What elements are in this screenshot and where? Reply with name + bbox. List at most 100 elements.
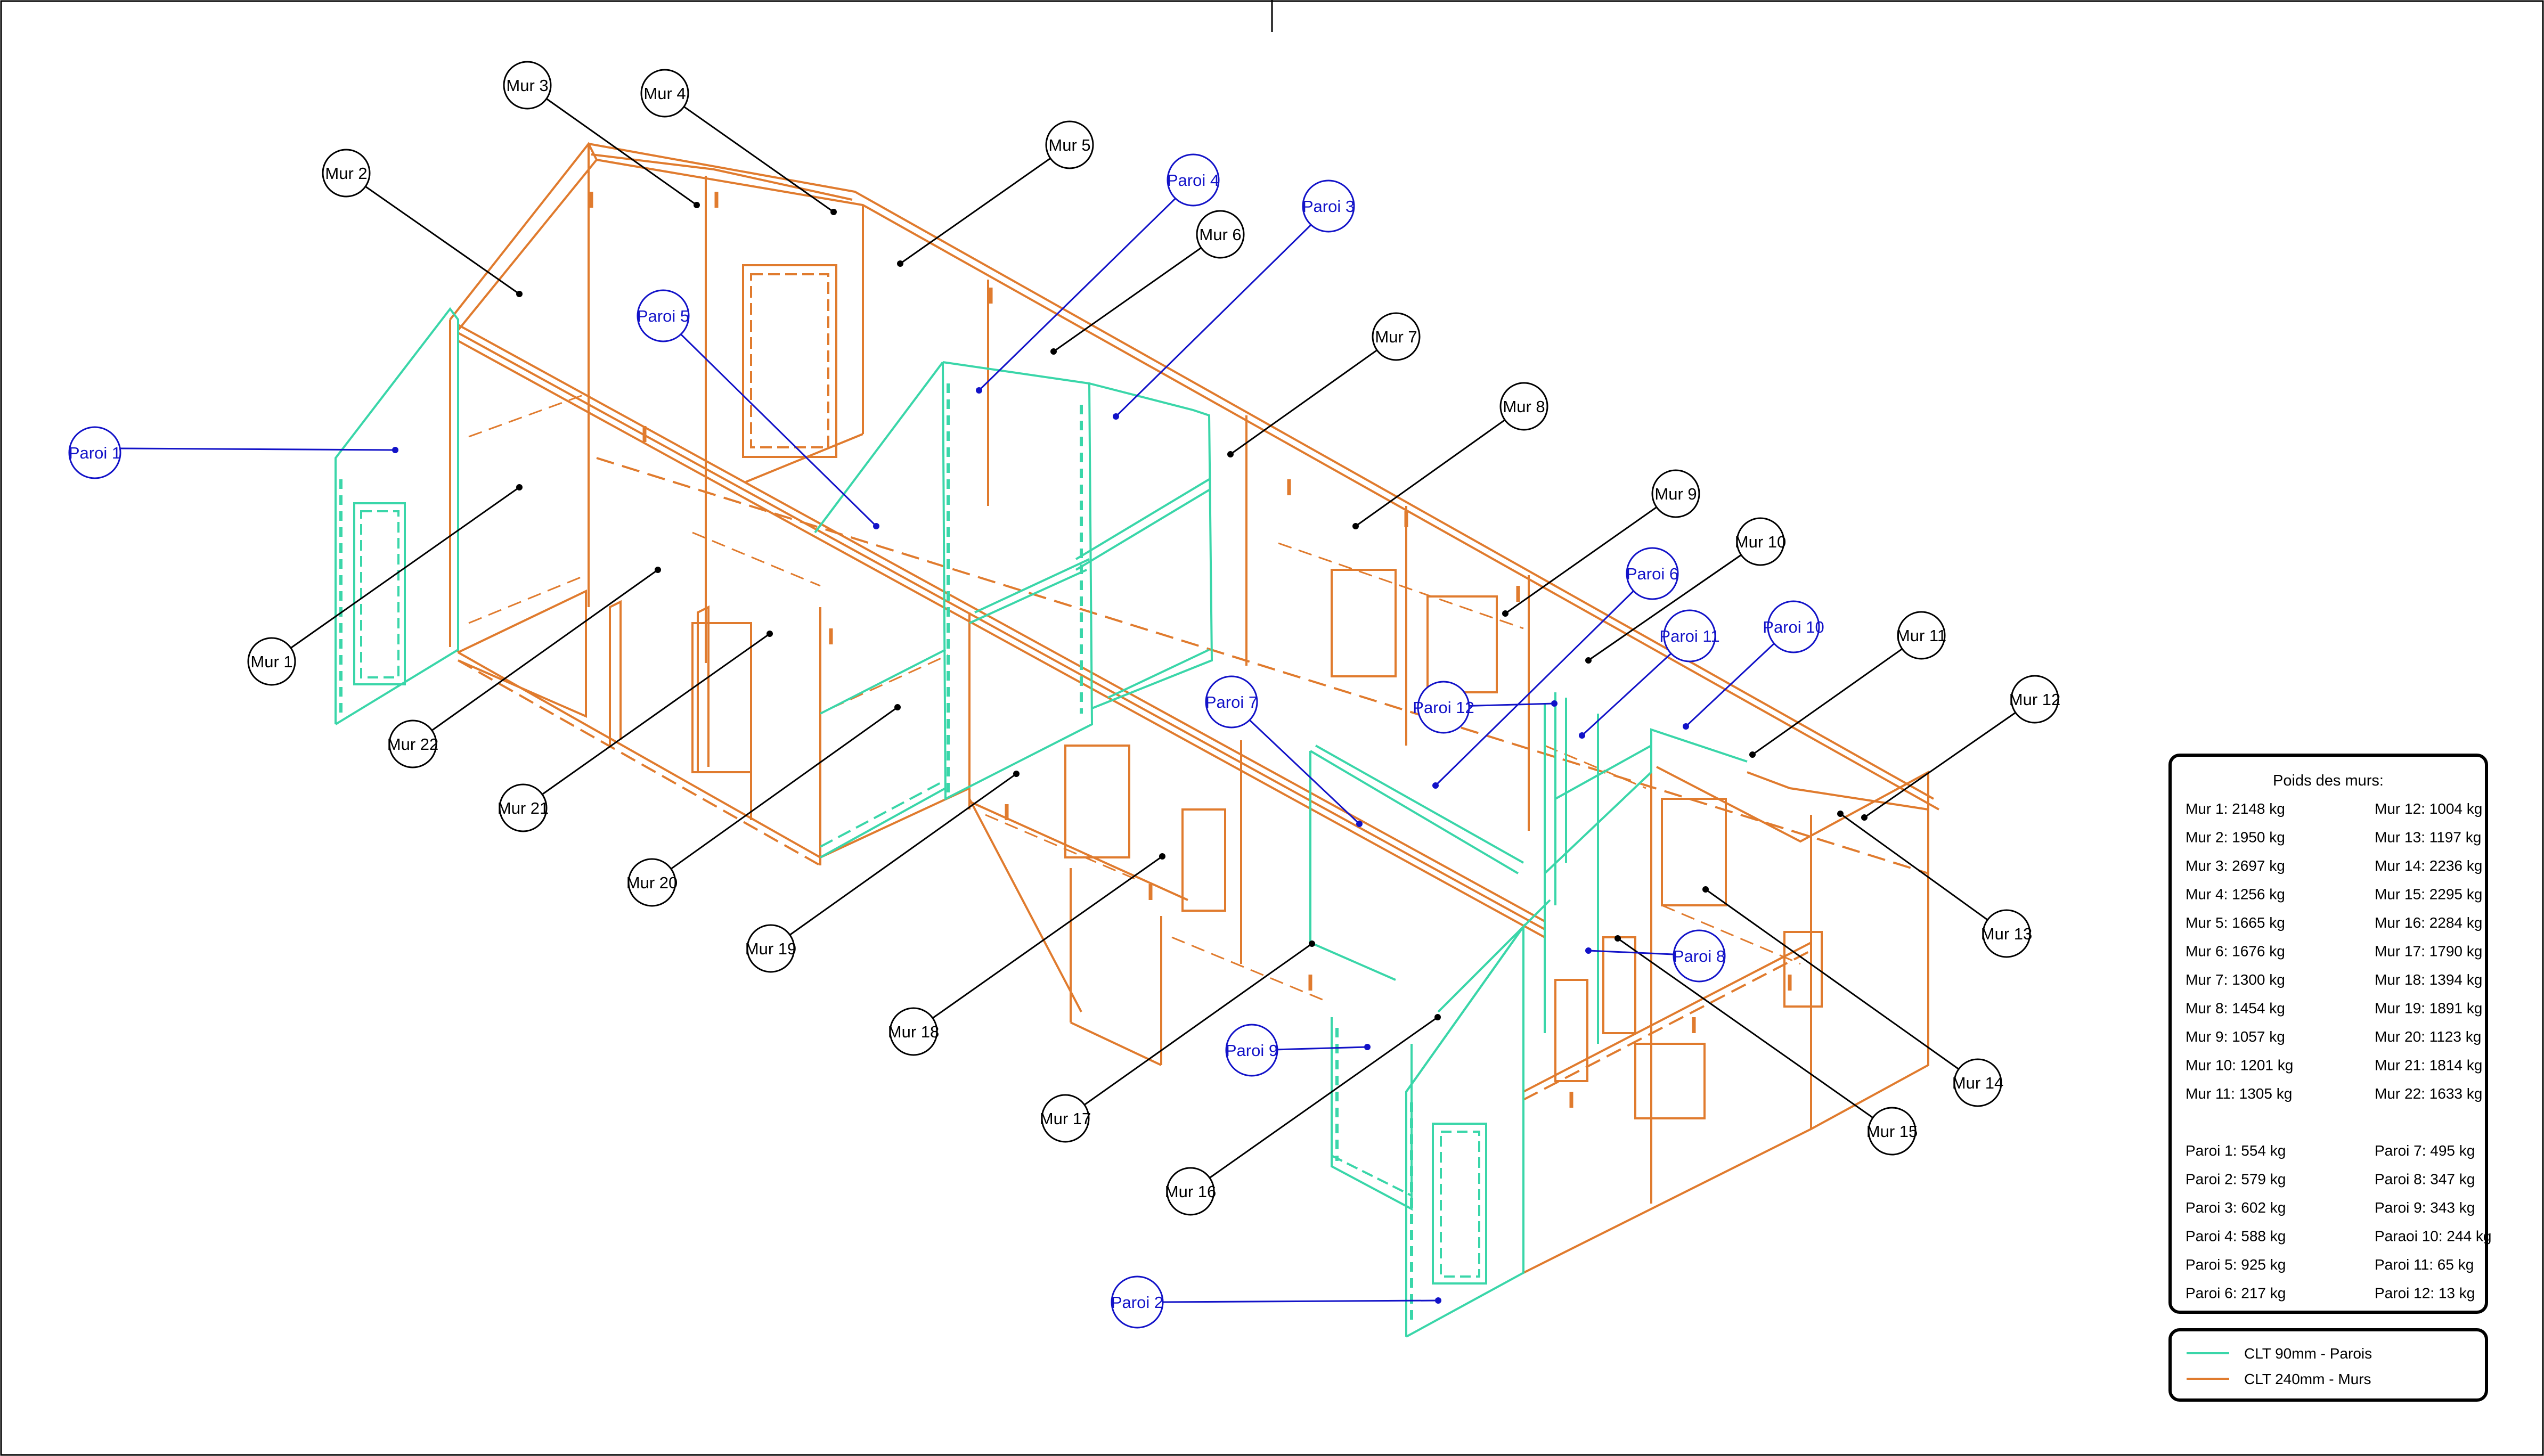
callout-paroi-10[interactable]: Paroi 10 [1763,600,1824,653]
svg-text:Paroi 11: Paroi 11 [1659,627,1719,645]
wall-structure [449,142,1939,1275]
svg-text:Mur 10: Mur 10 [1735,533,1786,551]
weight-row: Paroi 7: 495 kg [2375,1142,2475,1159]
callout-mur-9[interactable]: Mur 9 [1651,469,1700,518]
svg-text:Mur 2: Mur 2 [325,164,367,183]
weight-row: Paroi 4: 588 kg [2186,1228,2286,1245]
svg-text:Mur 11: Mur 11 [1896,626,1946,645]
weight-row: Mur 16: 2284 kg [2375,914,2482,931]
callout-paroi-4[interactable]: Paroi 4 [1167,153,1220,207]
weight-row: Paroi 9: 343 kg [2375,1199,2475,1216]
svg-text:Paroi 10: Paroi 10 [1763,618,1824,636]
callout-mur-16[interactable]: Mur 16 [1165,1167,1216,1216]
callout-paroi-11[interactable]: Paroi 11 [1659,609,1720,662]
weight-row: Paroi 5: 925 kg [2186,1256,2286,1273]
callout-mur-6[interactable]: Mur 6 [1196,210,1245,259]
svg-text:Paroi 8: Paroi 8 [1673,947,1725,966]
weight-row: Mur 22: 1633 kg [2375,1085,2482,1102]
callout-paroi-1[interactable]: Paroi 1 [68,426,121,479]
svg-text:Mur 8: Mur 8 [1503,397,1545,416]
weight-row: Paroi 3: 602 kg [2186,1199,2286,1216]
weight-row: Mur 14: 2236 kg [2375,857,2482,874]
callout-paroi-6[interactable]: Paroi 6 [1626,547,1679,600]
callout-paroi-5[interactable]: Paroi 5 [637,289,690,342]
callout-paroi-3[interactable]: Paroi 3 [1302,179,1355,233]
weights-box-title: Poids des murs: [2273,772,2384,789]
callout-mur-2[interactable]: Mur 2 [322,149,371,198]
weight-row: Mur 12: 1004 kg [2375,800,2482,817]
callout-paroi-9[interactable]: Paroi 9 [1225,1024,1278,1077]
weight-row: Mur 5: 1665 kg [2186,914,2285,931]
callout-mur-17[interactable]: Mur 17 [1040,1094,1091,1143]
weight-row: Paroi 1: 554 kg [2186,1142,2286,1159]
callout-mur-11[interactable]: Mur 11 [1896,611,1946,660]
svg-text:Paroi 5: Paroi 5 [637,307,689,325]
weight-row: Mur 21: 1814 kg [2375,1057,2482,1074]
svg-text:Mur 13: Mur 13 [1981,925,2032,943]
weight-row: Paroi 12: 13 kg [2375,1285,2475,1302]
svg-text:Mur 9: Mur 9 [1654,485,1697,503]
weight-row: Mur 20: 1123 kg [2375,1028,2481,1045]
callout-mur-14[interactable]: Mur 14 [1952,1058,2003,1107]
weight-row: Mur 9: 1057 kg [2186,1028,2285,1045]
weight-row: Mur 10: 1201 kg [2186,1057,2293,1074]
legend-box: CLT 90mm - Parois CLT 240mm - Murs [2168,1328,2488,1402]
svg-text:Mur 18: Mur 18 [888,1023,939,1041]
svg-text:Paroi 7: Paroi 7 [1205,693,1258,711]
callout-paroi-8[interactable]: Paroi 8 [1673,929,1726,983]
weight-row: Mur 4: 1256 kg [2186,886,2285,903]
svg-text:Mur 19: Mur 19 [745,939,796,958]
svg-text:Mur 15: Mur 15 [1866,1122,1918,1141]
svg-text:Paroi 6: Paroi 6 [1626,565,1678,583]
callout-mur-22[interactable]: Mur 22 [387,719,438,768]
weight-row: Mur 7: 1300 kg [2186,971,2285,988]
callout-mur-15[interactable]: Mur 15 [1866,1107,1918,1156]
wall-callouts: Mur 1 Mur 2 Mur 3 Mur 4 Mur 5 Mur 6 Mur … [247,61,2060,1216]
callout-mur-19[interactable]: Mur 19 [745,924,796,973]
callout-mur-5[interactable]: Mur 5 [1045,120,1094,169]
svg-text:Mur 14: Mur 14 [1952,1074,2003,1092]
weight-row: Mur 15: 2295 kg [2375,886,2482,903]
wall-leaders [271,84,2035,1192]
weight-row: Mur 2: 1950 kg [2186,829,2285,846]
callout-mur-20[interactable]: Mur 20 [626,858,678,907]
callout-mur-3[interactable]: Mur 3 [503,61,552,110]
weight-row: Mur 6: 1676 kg [2186,943,2285,960]
callout-mur-8[interactable]: Mur 8 [1499,382,1548,431]
callout-mur-10[interactable]: Mur 10 [1735,517,1786,566]
callout-mur-4[interactable]: Mur 4 [640,69,689,118]
callout-paroi-12[interactable]: Paroi 12 [1413,681,1474,734]
callout-mur-18[interactable]: Mur 18 [888,1007,939,1056]
svg-text:Mur 21: Mur 21 [498,799,549,817]
callout-paroi-7[interactable]: Paroi 7 [1205,675,1258,729]
callout-mur-21[interactable]: Mur 21 [498,783,549,832]
weight-row: Mur 19: 1891 kg [2375,1000,2482,1017]
callout-paroi-2[interactable]: Paroi 2 [1111,1275,1164,1329]
legend-label-wall: CLT 240mm - Murs [2244,1371,2371,1387]
callout-mur-7[interactable]: Mur 7 [1372,312,1421,361]
svg-text:Paroi 9: Paroi 9 [1226,1041,1278,1060]
weight-row: Mur 8: 1454 kg [2186,1000,2285,1017]
svg-text:Mur 6: Mur 6 [1199,225,1241,244]
svg-text:Paroi 12: Paroi 12 [1413,698,1474,717]
svg-text:Mur 3: Mur 3 [506,76,548,95]
callout-mur-13[interactable]: Mur 13 [1981,909,2032,958]
weight-row: Paroi 11: 65 kg [2375,1256,2474,1273]
callout-mur-1[interactable]: Mur 1 [247,637,296,686]
weight-row: Paroi 2: 579 kg [2186,1171,2286,1188]
weights-box-frame [2168,754,2488,1314]
svg-text:Paroi 1: Paroi 1 [69,444,121,462]
svg-text:Mur 16: Mur 16 [1165,1182,1216,1201]
partition-leaders [119,180,1792,1303]
weight-row: Mur 18: 1394 kg [2375,971,2482,988]
partition-structure [335,307,1748,1338]
callout-mur-12[interactable]: Mur 12 [2009,675,2060,724]
svg-text:Paroi 3: Paroi 3 [1302,197,1355,216]
svg-text:Paroi 2: Paroi 2 [1111,1293,1163,1312]
weight-row: Paroi 8: 347 kg [2375,1171,2475,1188]
legend-label-partition: CLT 90mm - Parois [2244,1345,2372,1362]
svg-text:Mur 17: Mur 17 [1040,1109,1091,1128]
